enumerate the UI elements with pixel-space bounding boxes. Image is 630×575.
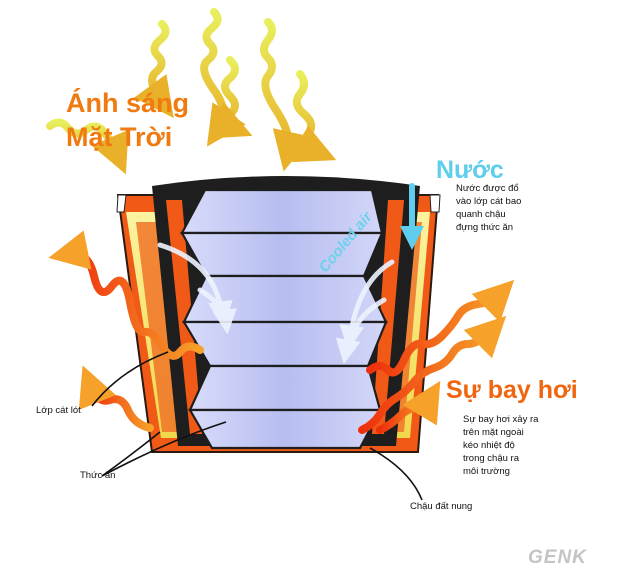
inner-pot-lining-right [372, 200, 404, 434]
evap-desc-line-5: môi trường [463, 466, 510, 477]
evaporation-title: Sự bay hơi [446, 376, 578, 404]
water-description: Nước được đổ vào lớp cát bao quanh chậu … [456, 182, 521, 234]
water-title: Nước [436, 156, 504, 184]
sand-layer-label: Lớp cát lót [36, 405, 81, 416]
sunlight-line-2: Mặt Trời [66, 122, 173, 152]
clay-pot-label: Chậu đất nung [410, 501, 473, 512]
water-desc-line-1: Nước được đổ [456, 183, 519, 194]
sunlight-title: Ánh sáng Mặt Trời [66, 86, 189, 154]
water-desc-line-2: vào lớp cát bao [456, 196, 522, 207]
evap-desc-line-4: trong chậu ra [463, 453, 519, 464]
evaporation-description: Sự bay hơi xảy ra trên mặt ngoài kéo nhi… [463, 413, 538, 478]
evap-desc-line-3: kéo nhiệt độ [463, 440, 515, 451]
genk-watermark: GENK [528, 547, 587, 568]
water-desc-line-4: đựng thức ăn [456, 222, 514, 233]
cooled-air-arrows [157, 242, 395, 365]
inner-pot-lining-left [166, 200, 202, 434]
sunlight-waves [46, 8, 337, 175]
outer-pot-rim-right [429, 194, 441, 213]
evap-desc-line-2: trên mặt ngoài [463, 427, 524, 438]
leader-lines [91, 351, 423, 501]
outer-pot-rim-left [116, 194, 127, 213]
sunlight-line-1: Ánh sáng [66, 88, 190, 118]
water-desc-line-3: quanh chậu [456, 209, 506, 220]
evap-desc-line-1: Sự bay hơi xảy ra [463, 414, 539, 425]
food-label: Thức ăn [80, 470, 116, 481]
